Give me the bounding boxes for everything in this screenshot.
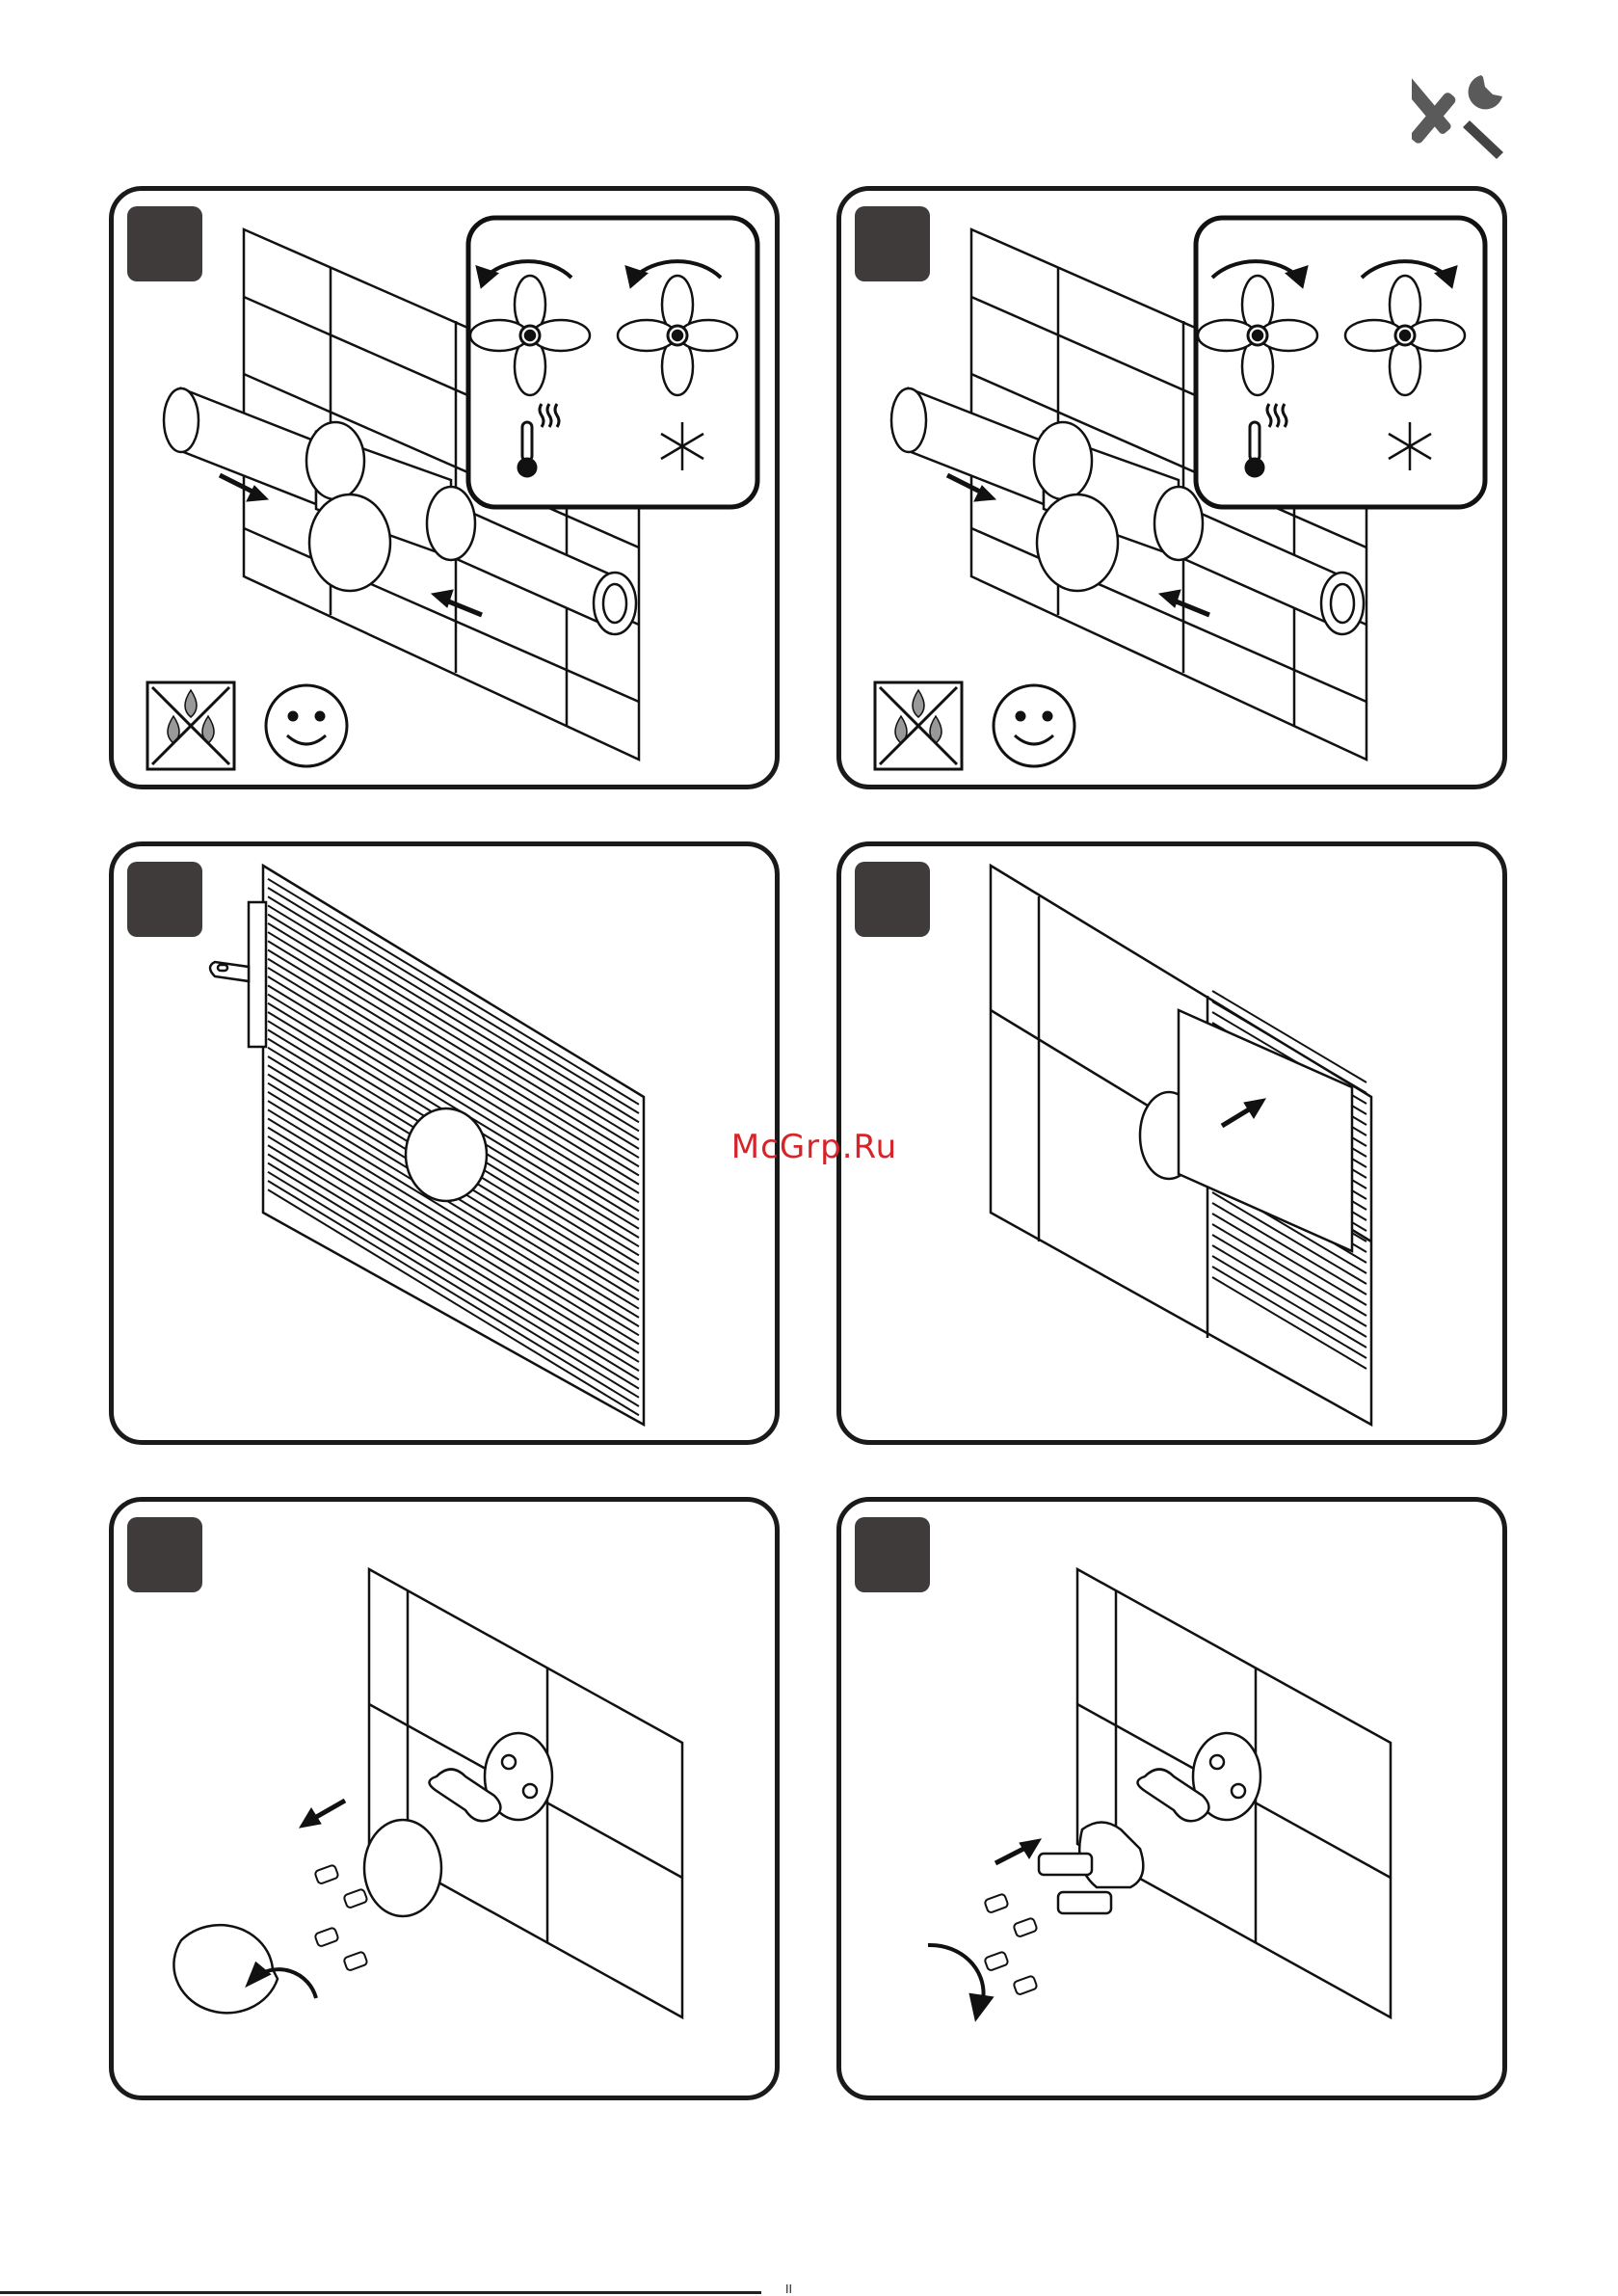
smiley-icon: [266, 685, 347, 766]
step-panel-5: [109, 1497, 780, 2100]
footer-page-mark: II: [785, 2286, 799, 2292]
footer-divider: [0, 2291, 761, 2294]
clockwise-arrow-icon: [928, 1945, 991, 2017]
step-panel-3: [109, 841, 780, 1445]
step-panel-6: [836, 1497, 1507, 2100]
tools-icon: [1412, 67, 1518, 164]
no-dripping-icon: [147, 682, 234, 769]
screws-icon: [314, 1864, 367, 1971]
watermark-text: McGrp.Ru: [718, 1128, 911, 1166]
step-panel-2: [836, 186, 1507, 789]
step-panel-4: [836, 841, 1507, 1445]
step-panel-1: [109, 186, 780, 789]
no-dripping-icon: [875, 682, 962, 769]
screws-icon: [984, 1893, 1037, 1995]
tile-adhesive-trowel-icon: [210, 902, 266, 1047]
smiley-icon: [994, 685, 1074, 766]
